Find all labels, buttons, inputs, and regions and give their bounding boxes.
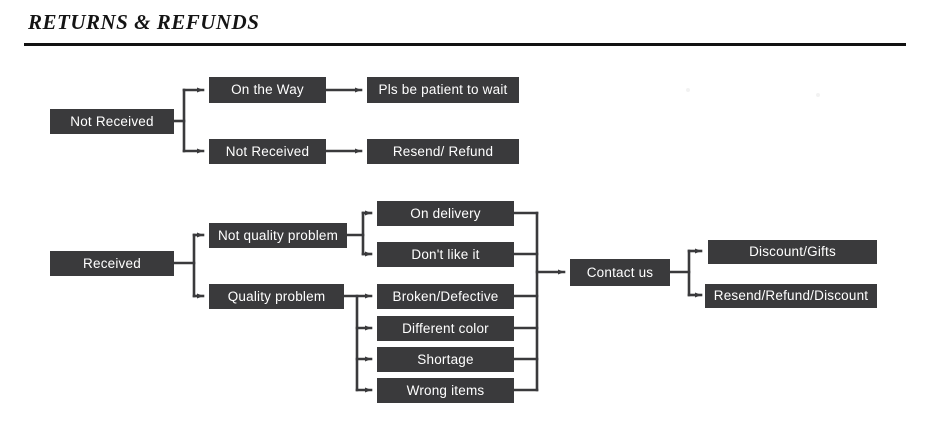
page-title: RETURNS & REFUNDS	[28, 10, 260, 34]
node-label: Broken/Defective	[392, 288, 499, 304]
node-label: Discount/Gifts	[749, 244, 836, 260]
node-received-root[interactable]: Received	[50, 251, 174, 276]
node-label: Different color	[402, 320, 489, 336]
node-label: Received	[83, 255, 141, 271]
header-divider	[24, 43, 906, 46]
node-resend-refund[interactable]: Resend/ Refund	[367, 139, 519, 164]
node-label: Resend/ Refund	[392, 143, 494, 159]
node-label: On the Way	[231, 82, 304, 98]
node-broken-defective[interactable]: Broken/Defective	[377, 284, 514, 309]
node-discount-gifts[interactable]: Discount/Gifts	[708, 240, 877, 264]
node-not-quality-problem[interactable]: Not quality problem	[209, 223, 347, 248]
node-wrong-items[interactable]: Wrong items	[377, 378, 514, 403]
node-label: Not Received	[225, 143, 310, 159]
node-different-color[interactable]: Different color	[377, 316, 514, 341]
node-label: Shortage	[417, 351, 474, 367]
node-dont-like-it[interactable]: Don't like it	[377, 242, 514, 267]
background-speck	[686, 88, 690, 92]
node-contact-us[interactable]: Contact us	[570, 259, 670, 286]
node-quality-problem[interactable]: Quality problem	[209, 284, 344, 309]
node-label: Quality problem	[227, 288, 326, 304]
node-label: On delivery	[410, 205, 481, 221]
background-speck	[816, 93, 820, 97]
node-label: Pls be patient to wait	[378, 82, 508, 98]
node-label: Wrong items	[406, 382, 485, 398]
node-shortage[interactable]: Shortage	[377, 347, 514, 372]
node-not-received-child[interactable]: Not Received	[209, 139, 326, 164]
node-label: Don't like it	[411, 246, 480, 262]
node-on-the-way[interactable]: On the Way	[209, 77, 326, 103]
node-resend-refund-discount[interactable]: Resend/Refund/Discount	[705, 284, 877, 308]
node-pls-be-patient-to-wait[interactable]: Pls be patient to wait	[367, 77, 519, 103]
node-on-delivery[interactable]: On delivery	[377, 201, 514, 226]
node-label: Resend/Refund/Discount	[713, 288, 869, 304]
node-label: Not Received	[70, 113, 154, 129]
node-label: Not quality problem	[217, 227, 339, 243]
node-not-received-root[interactable]: Not Received	[50, 109, 174, 134]
node-label: Contact us	[586, 264, 654, 280]
